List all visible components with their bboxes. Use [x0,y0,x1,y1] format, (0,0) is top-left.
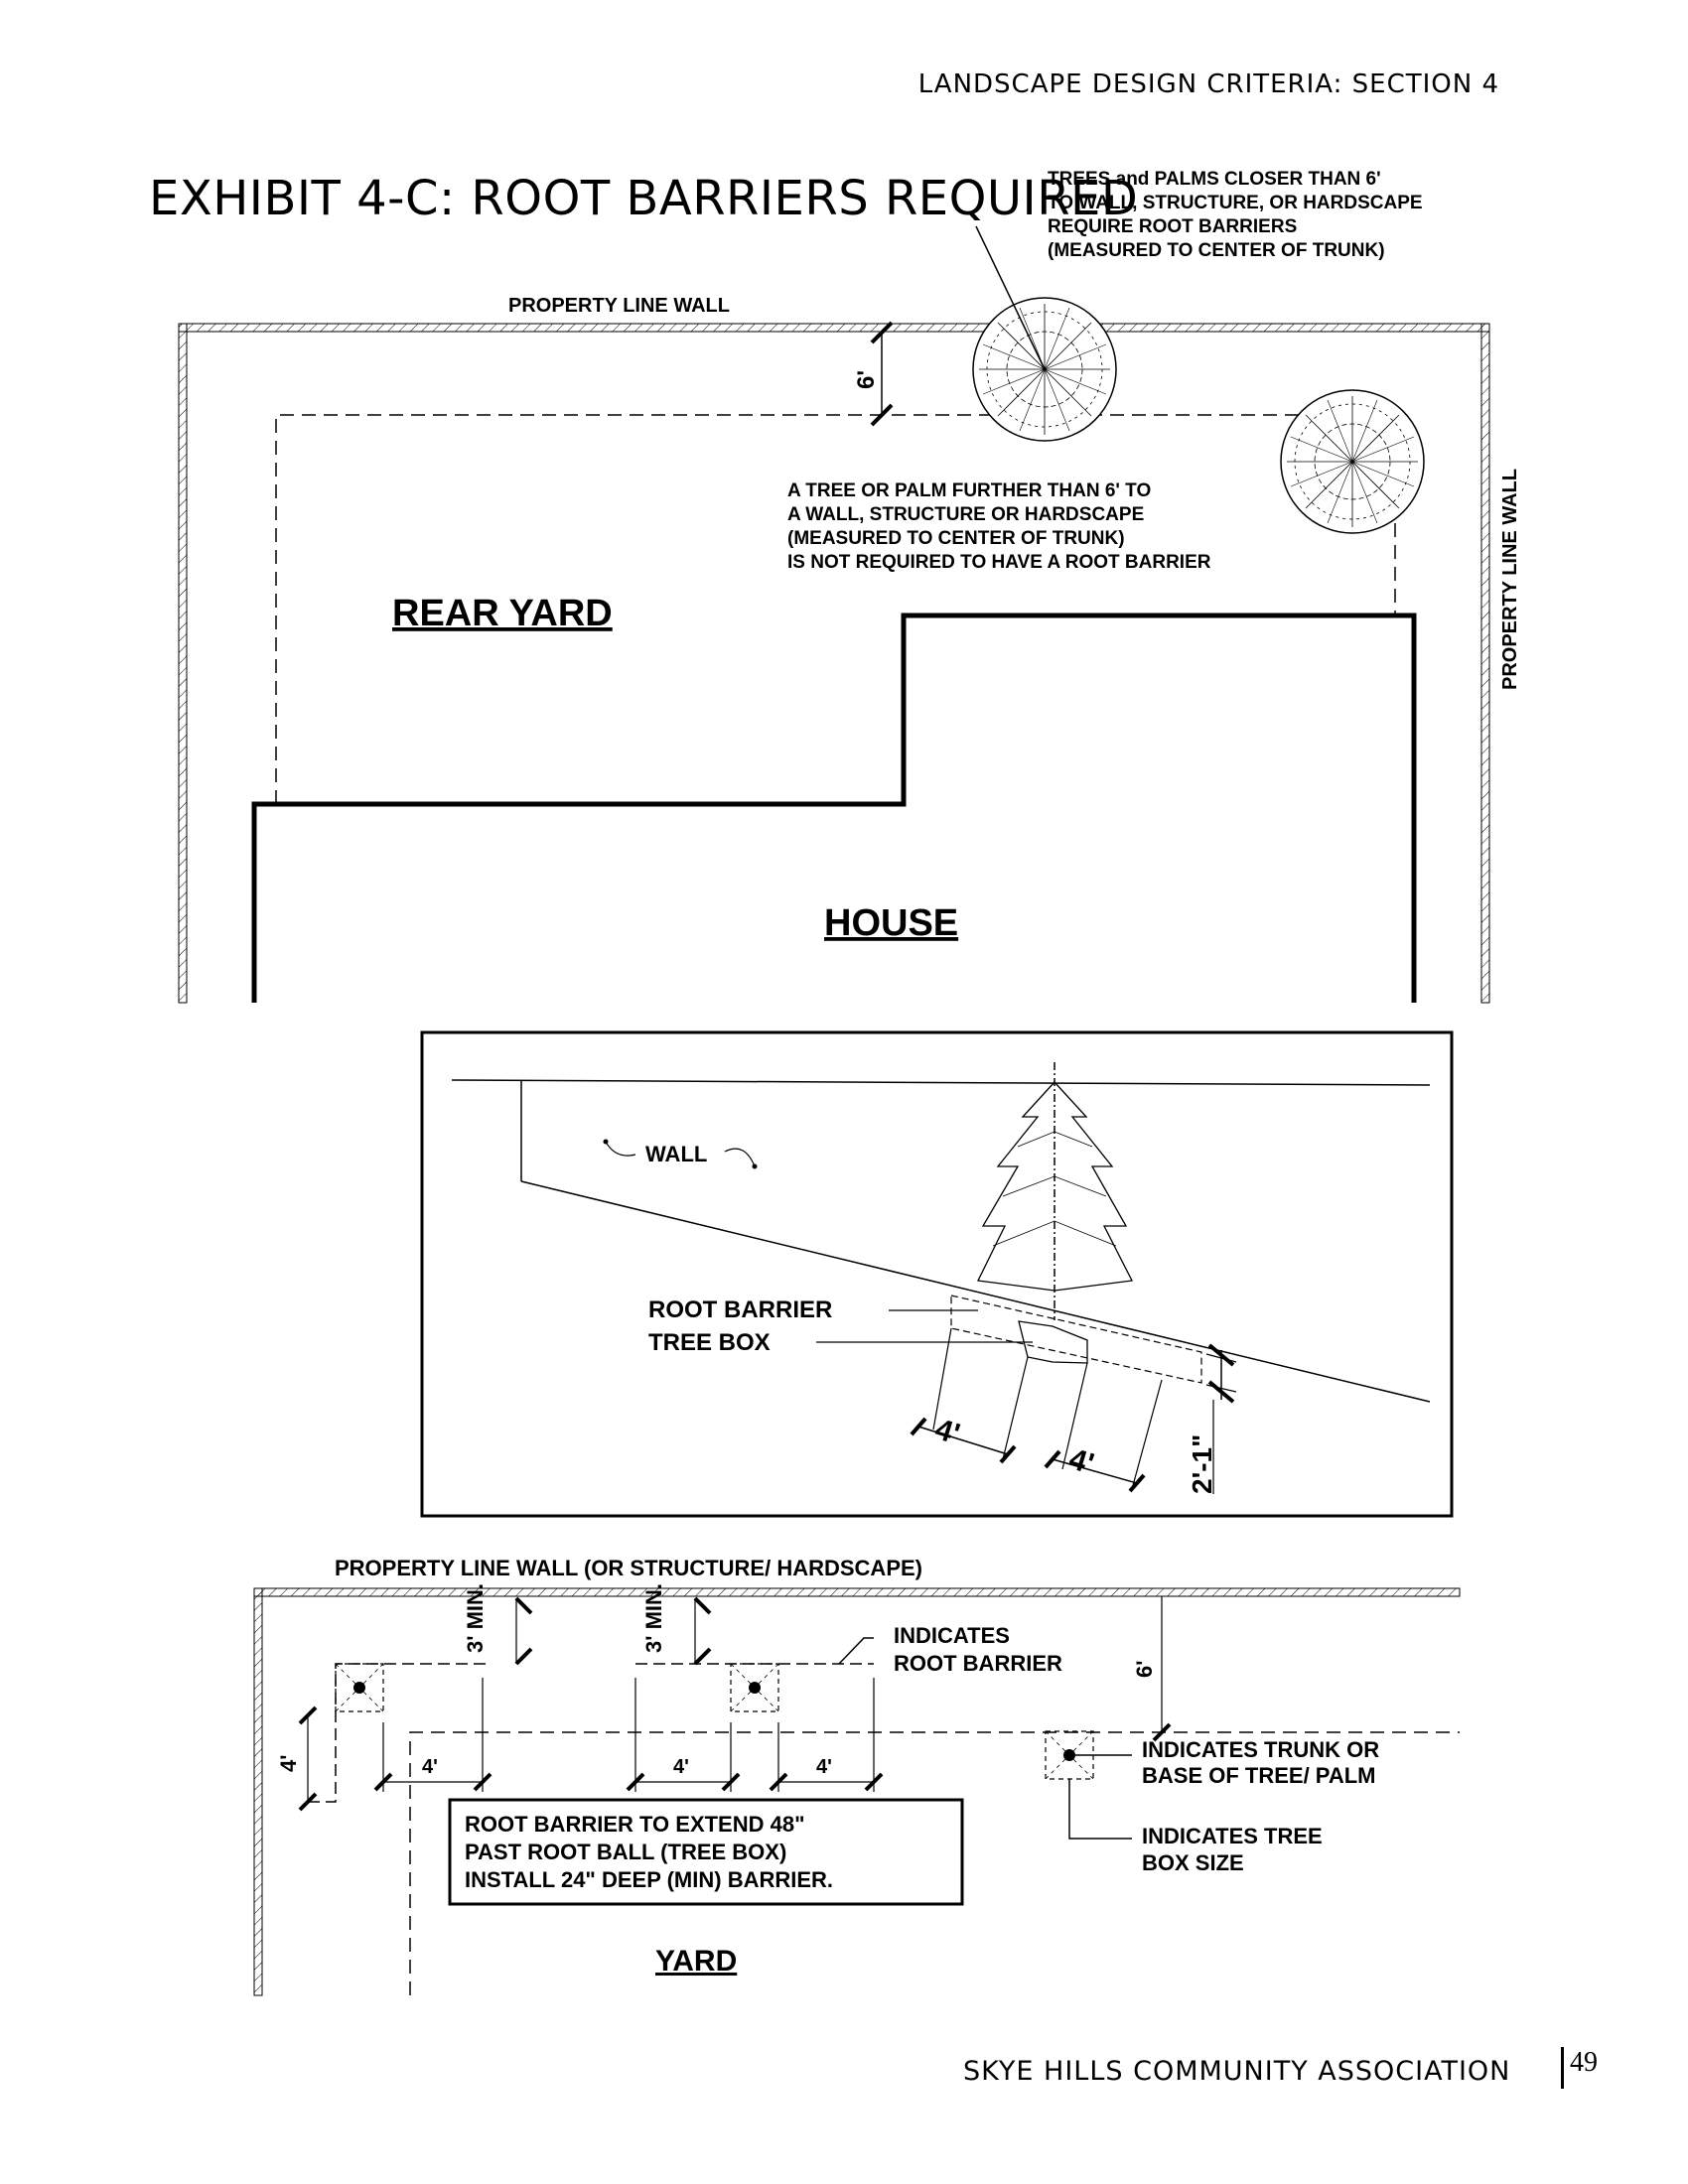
svg-text:A TREE OR PALM FURTHER THAN 6': A TREE OR PALM FURTHER THAN 6' TO [787,480,1151,501]
svg-text:TO WALL, STRUCTURE, OR HARDSCA: TO WALL, STRUCTURE, OR HARDSCAPE [1048,193,1423,213]
page-number: 49 [1561,2047,1598,2089]
svg-text:(MEASURED TO CENTER OF TRUNK): (MEASURED TO CENTER OF TRUNK) [1048,240,1385,261]
yard-label: YARD [655,1945,737,1978]
wall-top-edge [451,1079,1431,1086]
tree-box-corner-icon [335,1663,384,1712]
detail-six-foot-line [409,1731,1460,1995]
indicates-trunk-line-1: INDICATES TRUNK OR [1142,1737,1379,1762]
detail-wall-top [253,1587,1461,1597]
depth-label: 2'-1" [1187,1434,1217,1494]
tree-box-middle-icon [730,1663,779,1712]
detail-property-line-label: PROPERTY LINE WALL (OR STRUCTURE/ HARDSC… [335,1556,922,1580]
root-barrier-label: ROOT BARRIER [648,1297,832,1323]
section-header: LANDSCAPE DESIGN CRITERIA: SECTION 4 [917,69,1499,99]
detail-dim-6: 6' [1132,1661,1157,1678]
svg-text:A WALL, STRUCTURE OR HARDSCAPE: A WALL, STRUCTURE OR HARDSCAPE [787,504,1144,525]
indicates-box-line-1: INDICATES TREE [1142,1824,1323,1848]
dim-4-horizontal-a: 4' [422,1756,438,1778]
conifer-tree-icon [977,1062,1133,1320]
min-3-a: 3' MIN. [463,1583,488,1653]
dim-4-horizontal-b: 4' [673,1756,689,1778]
note-line-1: ROOT BARRIER TO EXTEND 48" [465,1812,805,1837]
rear-yard-label: REAR YARD [392,593,613,634]
property-line-right-label: PROPERTY LINE WALL [1499,469,1521,690]
footer-association: SKYE HILLS COMMUNITY ASSOCIATION [963,2056,1511,2087]
section-frame [420,1030,1454,1518]
min-3-b: 3' MIN. [641,1583,666,1653]
note-close: TREES and PALMS CLOSER THAN 6' TO WALL, … [1048,169,1423,261]
svg-text:IS NOT REQUIRED TO HAVE A ROOT: IS NOT REQUIRED TO HAVE A ROOT BARRIER [787,552,1211,573]
property-wall-top [178,323,1490,333]
wall-label: WALL [645,1142,707,1166]
svg-text:TREES and PALMS CLOSER THAN 6': TREES and PALMS CLOSER THAN 6' [1048,169,1381,190]
property-line-top-label: PROPERTY LINE WALL [508,295,730,317]
indicates-box-line-2: BOX SIZE [1142,1850,1244,1875]
house-outline [251,613,1417,1003]
svg-text:REQUIRE ROOT BARRIERS: REQUIRE ROOT BARRIERS [1048,216,1297,237]
detail-wall-left [253,1587,263,1996]
root-barrier-corner [308,1663,487,1803]
property-wall-left [178,323,188,1004]
dim-4-vertical: 4' [276,1755,301,1772]
indicates-barrier-line-2: ROOT BARRIER [894,1651,1062,1676]
dim-6-label: 6' [853,370,880,389]
note-line-3: INSTALL 24" DEEP (MIN) BARRIER. [465,1867,833,1892]
svg-text:(MEASURED TO CENTER OF TRUNK): (MEASURED TO CENTER OF TRUNK) [787,528,1125,549]
dim-4-horizontal-c: 4' [816,1756,832,1778]
section-view: WALL ROOT BARRIER TREE BOX [420,1030,1454,1518]
root-barrier-section [950,1295,1202,1384]
house-label: HOUSE [824,902,958,944]
note-far: A TREE OR PALM FURTHER THAN 6' TO A WALL… [787,480,1211,573]
note-box [448,1798,964,1906]
note-close-leader [975,225,1046,370]
tree-far-from-wall-icon [1280,389,1425,534]
grade-line [520,1180,1431,1403]
indicates-trunk-line-2: BASE OF TREE/ PALM [1142,1763,1376,1788]
note-line-2: PAST ROOT BALL (TREE BOX) [465,1840,786,1864]
indicates-barrier-line-1: INDICATES [894,1623,1010,1648]
tree-box-label: TREE BOX [648,1329,771,1356]
property-wall-right [1480,323,1490,1004]
plan-view: 6' PROPERTY LINE WALL PROPERTY LINE WALL… [178,169,1521,1004]
exhibit-title: EXHIBIT 4-C: ROOT BARRIERS REQUIRED [149,171,1139,226]
detail-view: PROPERTY LINE WALL (OR STRUCTURE/ HARDSC… [253,1556,1461,1996]
